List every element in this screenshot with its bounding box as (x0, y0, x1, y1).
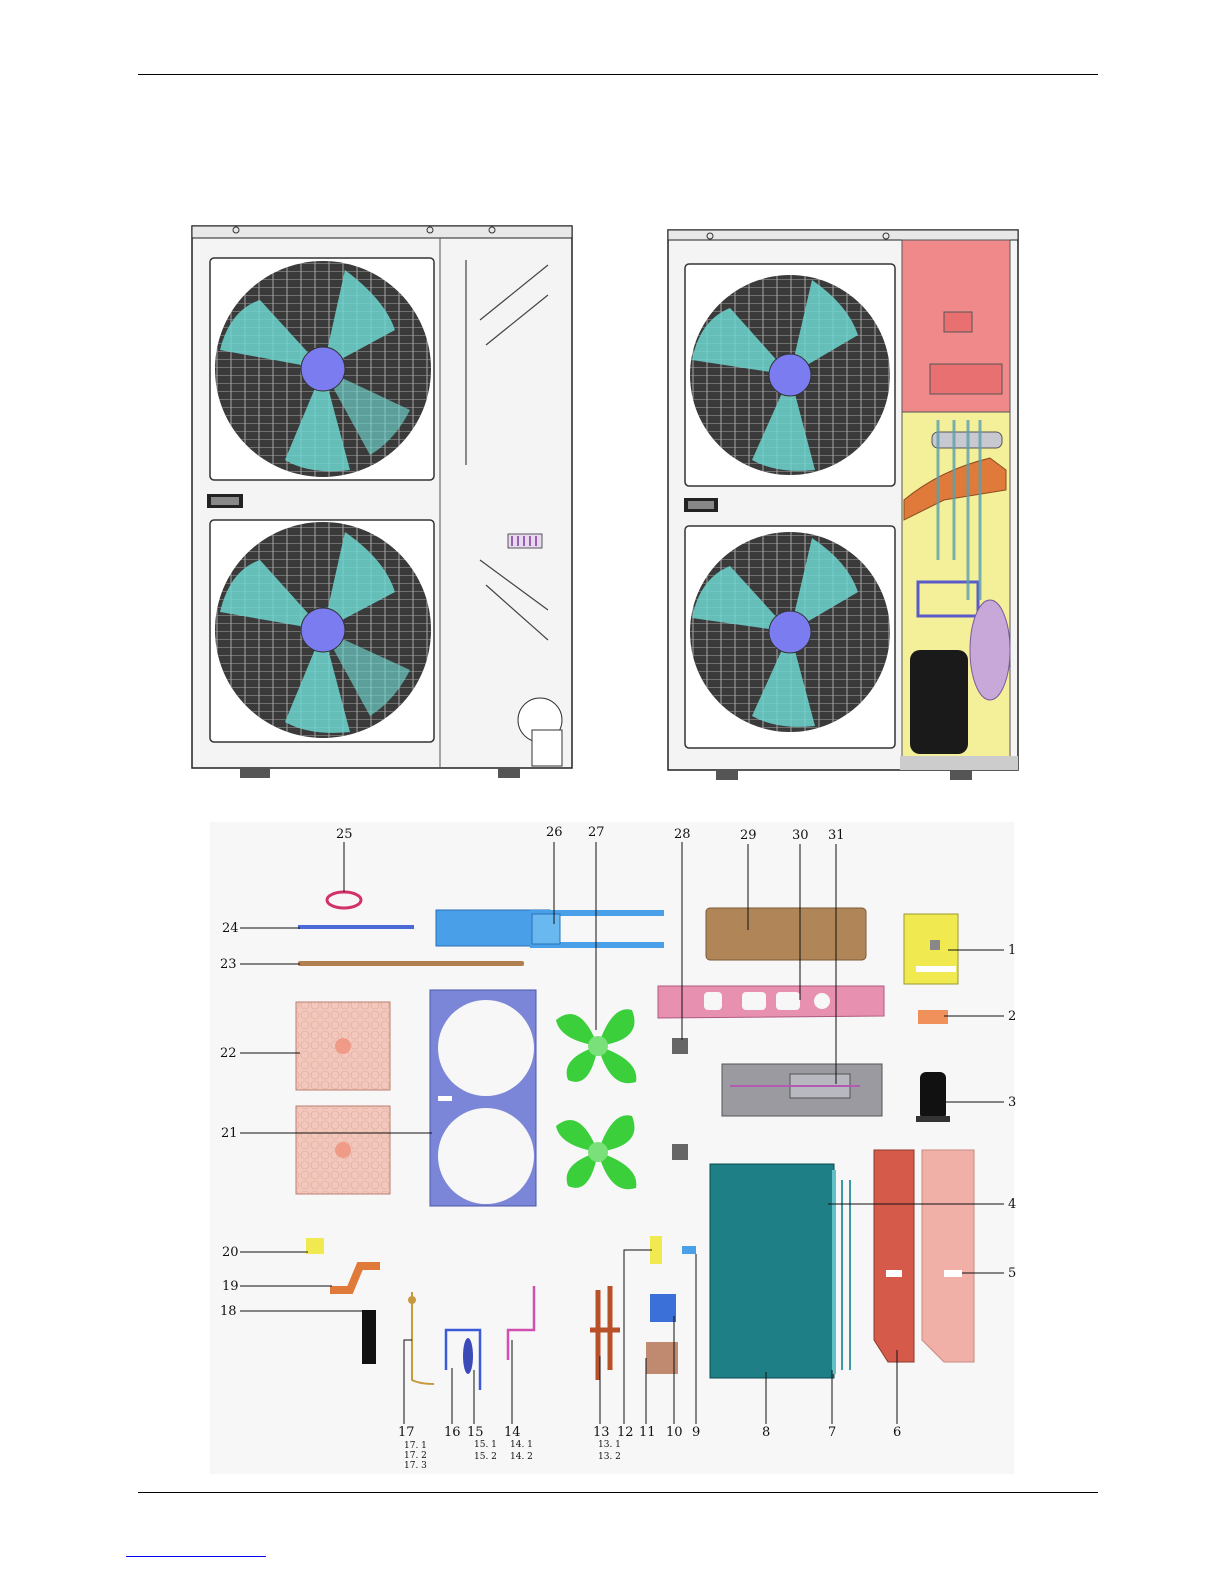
part-15-filter (463, 1338, 473, 1374)
callout-25: 25 (336, 827, 353, 842)
part-9-clip (682, 1246, 696, 1254)
callout-27: 27 (588, 825, 605, 840)
front-fan-upper (210, 258, 434, 480)
callout-21: 21 (221, 1126, 238, 1141)
callout-4: 4 (1008, 1197, 1016, 1212)
callout-6: 6 (893, 1425, 901, 1440)
sublabel-17-3: 17. 3 (404, 1461, 427, 1471)
callout-10: 10 (666, 1425, 683, 1440)
sublabel-17-1: 17. 1 (404, 1441, 427, 1451)
part-31-partition (722, 1064, 882, 1116)
callout-17: 17 (398, 1425, 415, 1440)
sublabel-13-2: 13. 2 (598, 1452, 621, 1462)
part-2-terminal (918, 1010, 948, 1024)
callout-24: 24 (222, 921, 239, 936)
callout-2: 2 (1008, 1009, 1016, 1024)
part-20-bracket (306, 1238, 324, 1254)
callout-26: 26 (546, 825, 563, 840)
callout-14: 14 (504, 1425, 521, 1440)
sublabel-13-1: 13. 1 (598, 1440, 621, 1450)
part-28-fan-motor (672, 1038, 688, 1054)
callout-23: 23 (220, 957, 237, 972)
front-fan-lower (210, 520, 434, 742)
outdoor-unit-open-view (668, 230, 1018, 780)
callout-28: 28 (674, 827, 691, 842)
part-1-electric-box (904, 914, 958, 984)
rating-label (508, 534, 542, 548)
sublabel-14-2: 14. 2 (510, 1452, 533, 1462)
part-8-heat-exchanger (710, 1164, 850, 1378)
callout-7: 7 (828, 1425, 836, 1440)
callout-29: 29 (740, 828, 757, 843)
part-11-coil (646, 1342, 678, 1374)
part-10-solenoid (650, 1294, 676, 1322)
callout-1: 1 (1008, 943, 1016, 958)
part-28-fan-motor-lower (672, 1144, 688, 1160)
callout-15: 15 (467, 1425, 484, 1440)
open-fan-lower (685, 526, 895, 748)
part-6-right-panel (874, 1150, 914, 1362)
sublabel-17-2: 17. 2 (404, 1451, 427, 1461)
callout-18: 18 (220, 1304, 237, 1319)
part-29-tray (706, 908, 866, 960)
callout-11: 11 (639, 1425, 656, 1440)
part-30-motor-support (658, 986, 884, 1018)
exploded-view: 25 24 23 22 21 20 19 18 26 27 28 29 30 3… (210, 822, 1016, 1474)
callout-8: 8 (762, 1425, 770, 1440)
callout-31: 31 (828, 828, 845, 843)
callout-22: 22 (220, 1046, 237, 1061)
callout-12: 12 (617, 1425, 634, 1440)
callout-19: 19 (222, 1279, 239, 1294)
outdoor-unit-front-view (192, 226, 572, 778)
part-3-compressor (916, 1072, 950, 1122)
callout-3: 3 (1008, 1095, 1016, 1110)
part-24-top-strip (298, 925, 414, 929)
callout-5: 5 (1008, 1266, 1016, 1281)
part-18-reactor (362, 1310, 376, 1364)
open-fan-upper (685, 264, 895, 486)
callout-16: 16 (444, 1425, 461, 1440)
sublabel-15-2: 15. 2 (474, 1452, 497, 1462)
callout-9: 9 (692, 1425, 700, 1440)
part-5-rear-panel (922, 1150, 974, 1362)
sublabel-14-1: 14. 1 (510, 1440, 533, 1450)
part-21-baffle-plate (430, 990, 536, 1206)
sublabel-15-1: 15. 1 (474, 1440, 497, 1450)
callout-20: 20 (222, 1245, 239, 1260)
callout-30: 30 (792, 828, 809, 843)
part-23-rod (298, 961, 524, 966)
callout-13: 13 (593, 1425, 610, 1440)
